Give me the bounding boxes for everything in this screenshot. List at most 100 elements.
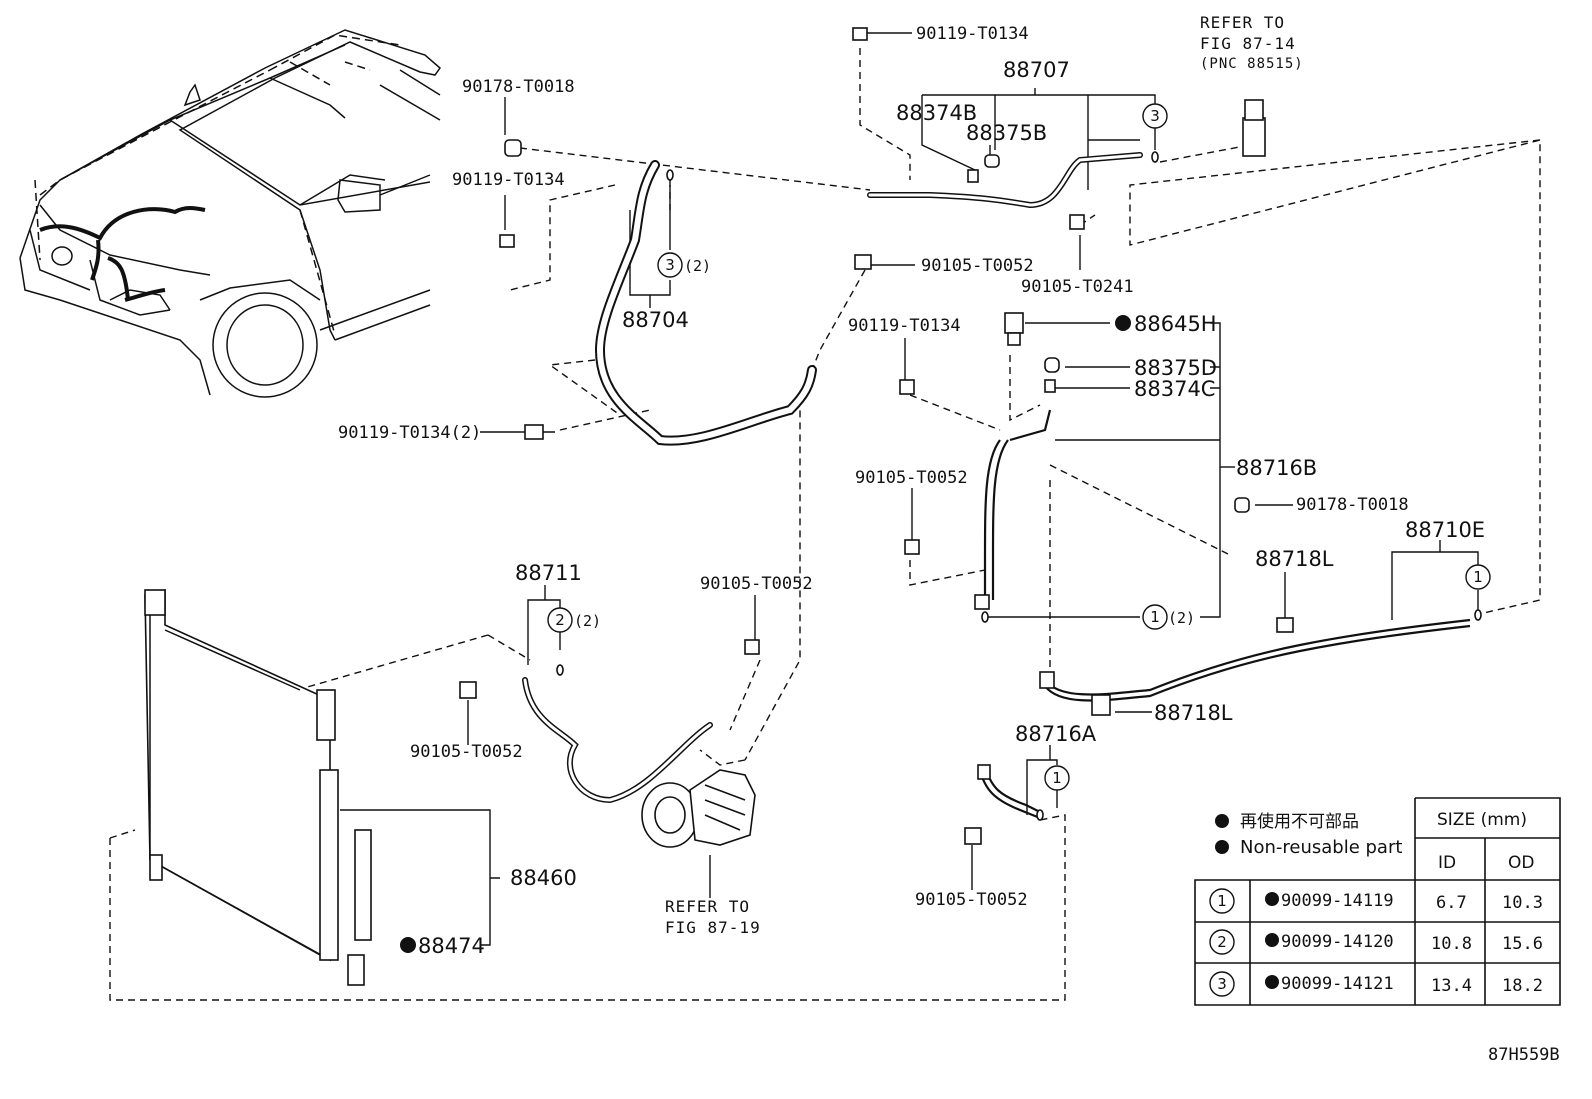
label-88374b: 88374B (896, 101, 977, 125)
bolt-icon (904, 539, 920, 555)
col-od-header: OD (1508, 853, 1534, 873)
table-row: 3 90099-14121 13.4 18.2 (1209, 971, 1543, 997)
table-row-id: 10.8 (1431, 934, 1472, 954)
label-88718l-b: 88718L (1154, 701, 1233, 725)
size-header: SIZE (mm) (1437, 810, 1527, 830)
valve-core-88374b (967, 169, 979, 183)
clamp-icon (1276, 617, 1294, 633)
bolt-icon (852, 27, 868, 41)
label-90105-t0052-c: 90105-T0052 (700, 574, 813, 594)
refer-fig-87-19-line1: REFER TO (665, 897, 750, 916)
o-ring-icon (1474, 609, 1482, 621)
marker-1-88710e-num: 1 (1473, 568, 1483, 586)
label-88710e: 88710E (1405, 518, 1485, 542)
ac-pipes-and-hoses (522, 152, 1471, 820)
bolt-icon (1069, 214, 1085, 230)
legend-table: 再使用不可部品 Non-reusable part SIZE (mm) ID O… (1194, 797, 1561, 1006)
label-90105-t0052-e: 90105-T0052 (915, 890, 1028, 910)
compressor (641, 769, 756, 848)
label-90178-t0018-top: 90178-T0018 (462, 77, 575, 97)
table-row: 1 90099-14119 6.7 10.3 (1209, 888, 1543, 914)
table-row-part: 90099-14119 (1281, 891, 1394, 911)
label-88375d: 88375D (1134, 356, 1217, 380)
non-reusable-bullet (1265, 933, 1279, 947)
marker-2-88711 (547, 607, 573, 633)
marker-3-top (1142, 103, 1168, 129)
valve-core-88374c (1044, 379, 1056, 393)
bolt-icon (899, 379, 915, 395)
bolt-icon (524, 424, 544, 440)
label-88375b: 88375B (966, 121, 1047, 145)
bolt-icon (744, 639, 760, 655)
label-90119-t0134-2: 90119-T0134(2) (338, 423, 481, 443)
table-row-marker-num: 3 (1217, 975, 1227, 993)
table-row-part: 90099-14121 (1281, 974, 1394, 994)
table-row-marker (1209, 888, 1235, 914)
label-90105-t0241: 90105-T0241 (1021, 277, 1134, 297)
non-reusable-bullet (1265, 975, 1279, 989)
label-88460: 88460 (510, 866, 577, 890)
table-row-part: 90099-14120 (1281, 932, 1394, 952)
marker-2-88711-num: 2 (555, 611, 565, 629)
table-row-marker (1209, 929, 1235, 955)
non-reusable-bullet (1265, 892, 1279, 906)
nut-icon (1234, 497, 1250, 513)
vehicle-illustration (19, 29, 442, 398)
bolt-icon (459, 681, 477, 699)
refer-fig-87-14-line3: (PNC 88515) (1200, 56, 1304, 72)
table-row-marker-num: 2 (1217, 933, 1227, 951)
label-88374c: 88374C (1134, 377, 1215, 401)
label-90119-t0134-left: 90119-T0134 (452, 170, 565, 190)
table-row: 2 90099-14120 10.8 15.6 (1209, 929, 1543, 955)
label-90105-t0052-b: 90105-T0052 (855, 468, 968, 488)
legend-nonreusable-en: Non-reusable part (1240, 837, 1402, 858)
pipe-fitting-icon (1039, 671, 1055, 689)
label-88711: 88711 (515, 561, 582, 585)
nut-icon (504, 139, 522, 157)
col-id-header: ID (1438, 853, 1456, 873)
label-qty-2-88711: (2) (574, 612, 601, 630)
label-88474: 88474 (418, 934, 485, 958)
label-90178-t0018-right: 90178-T0018 (1296, 495, 1409, 515)
table-row-marker (1209, 971, 1235, 997)
label-90119-t0134-top: 90119-T0134 (916, 24, 1029, 44)
label-88718l-a: 88718L (1255, 547, 1334, 571)
label-88645h: 88645H (1134, 312, 1217, 336)
legend-nonreusable-jp: 再使用不可部品 (1240, 811, 1359, 832)
table-row-od: 18.2 (1502, 976, 1543, 996)
table-row-marker-num: 1 (1217, 892, 1227, 910)
label-qty-2-top: (2) (684, 257, 711, 275)
o-ring-icon (1151, 151, 1159, 163)
refer-fig-87-19-line2: FIG 87-19 (665, 918, 761, 937)
table-row-id: 13.4 (1431, 976, 1472, 996)
o-ring-icon (556, 664, 564, 676)
non-reusable-bullet (1115, 315, 1131, 331)
part-labels: 90119-T0134 88707 REFER TO FIG 87-14 (PN… (338, 13, 1560, 1065)
marker-1-88716b-num: 1 (1150, 608, 1160, 626)
marker-1-88716b (1142, 604, 1168, 630)
o-ring-icon (1036, 809, 1044, 821)
pipe-fitting-icon (977, 764, 991, 780)
label-88704: 88704 (622, 308, 689, 332)
valve-cap-88375d (1044, 357, 1060, 373)
marker-3-88704 (657, 252, 683, 278)
bolt-icon (499, 234, 515, 248)
bolt-icon (964, 827, 982, 845)
cooler-fitting (1242, 99, 1266, 157)
label-90105-t0052-d: 90105-T0052 (410, 742, 523, 762)
marker-3-88704-num: 3 (665, 256, 675, 274)
circle-markers: 3 3 1 1 2 1 (547, 103, 1491, 791)
clamp-icon (1091, 694, 1111, 716)
pressure-switch (1004, 312, 1024, 346)
diagram-id: 87H559B (1488, 1045, 1560, 1065)
refer-fig-87-14-line1: REFER TO (1200, 13, 1285, 32)
marker-1-88716a-num: 1 (1052, 769, 1062, 787)
marker-3-top-num: 3 (1150, 107, 1160, 125)
legend-bullet-jp (1215, 814, 1229, 828)
label-qty-2-88716b: (2) (1168, 609, 1195, 627)
non-reusable-bullet (400, 937, 416, 953)
o-ring-icon (981, 611, 989, 623)
marker-1-88716a (1044, 765, 1070, 791)
legend-bullet-en (1215, 840, 1229, 854)
